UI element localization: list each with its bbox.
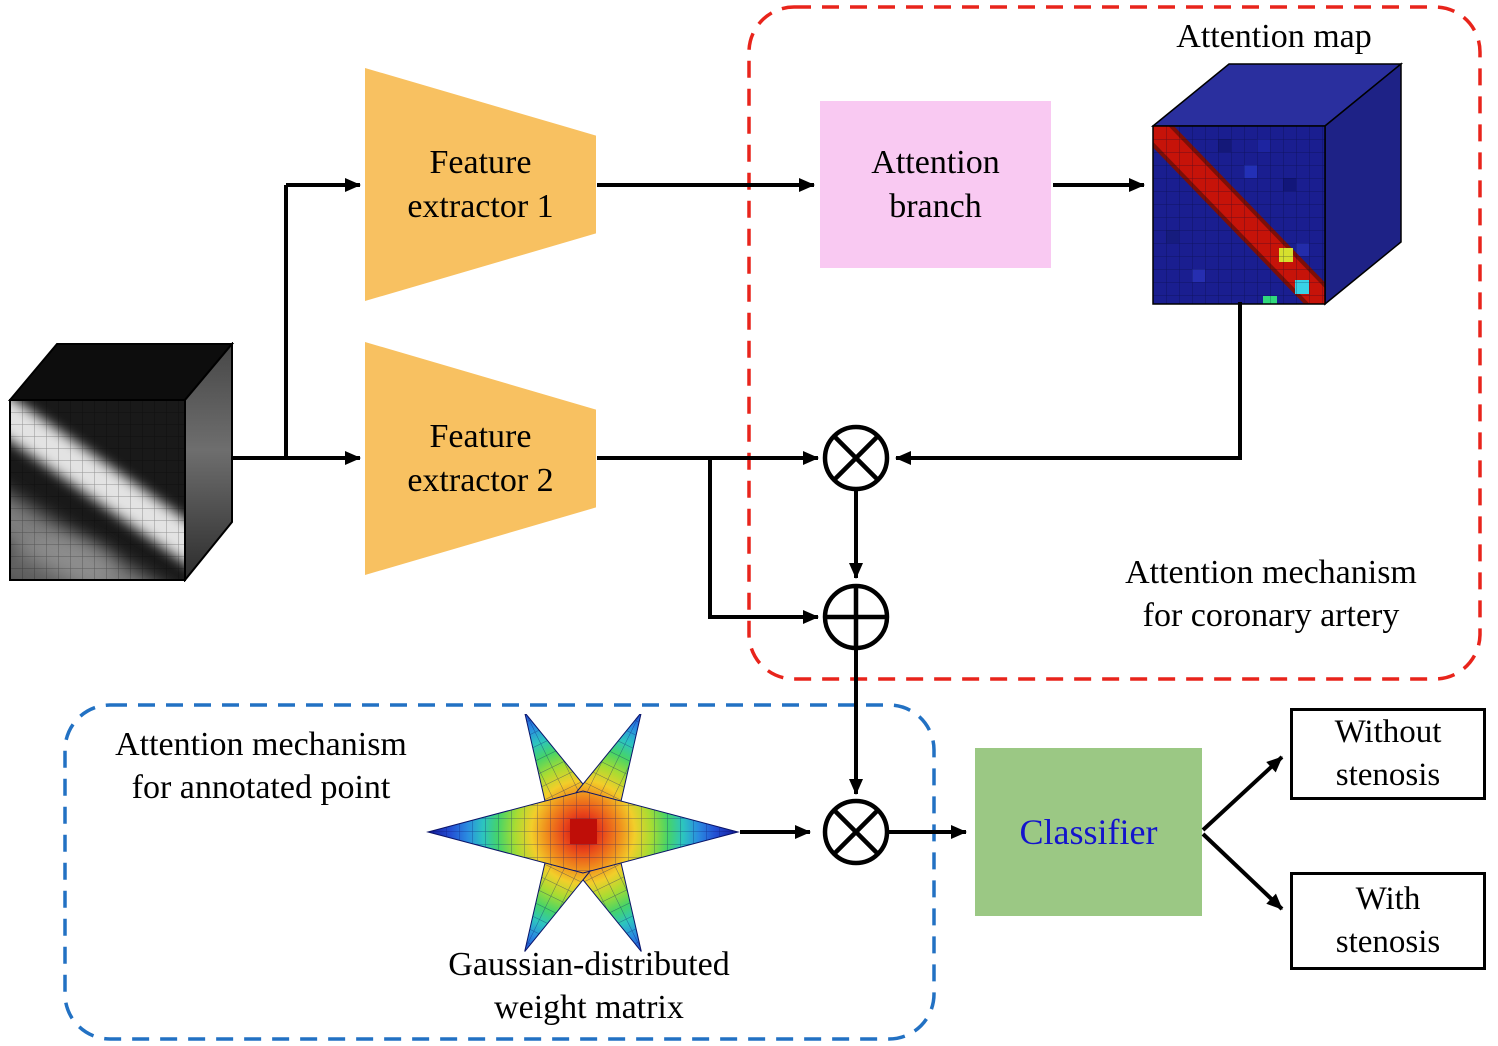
without-stenosis-line2: stenosis [1335,757,1441,793]
input-volume-cube [7,341,244,583]
coronary-region-label: Attention mechanism for coronary artery [1125,554,1417,634]
feature-extractor-2-label-line2: extractor 2 [407,461,554,499]
attention-map-cube-art [1150,62,1404,306]
annotated-region-label: Attention mechanism for annotated point [115,726,407,806]
map-cube-front-face [1153,126,1325,304]
attention-branch-label-line2: branch [889,187,982,225]
gaussian-label: Gaussian-distributed weight matrix [448,946,730,1026]
input-volume-cube-art [7,341,235,583]
feature-extractor-1-label-line1: Feature [429,143,532,181]
gaussian-center-peak [570,819,597,844]
output-without-stenosis: Without stenosis [1290,708,1486,800]
attention-branch-label-line1: Attention [871,143,1000,181]
attention-map-cube [1150,60,1404,306]
gaussian-weight-matrix-art [426,712,740,952]
feature-extractor-2-label-line1: Feature [429,417,532,455]
without-stenosis-line1: Without [1334,714,1442,751]
feature-extractor-1-label-line2: extractor 1 [407,187,554,225]
attention-branch-box: Attention branch [820,101,1051,268]
classifier-box: Classifier [975,748,1202,916]
annotated-point-region [63,703,936,1041]
classifier-label: Classifier [1019,811,1158,852]
coronary-attention-region [747,5,1482,681]
with-stenosis-line2: stenosis [1335,924,1441,960]
gaussian-weight-matrix [420,712,750,954]
attention-map-label: Attention map [1176,18,1372,55]
with-stenosis-line1: With [1355,881,1421,918]
output-with-stenosis: With stenosis [1290,872,1486,970]
cube-front-face [10,400,185,580]
